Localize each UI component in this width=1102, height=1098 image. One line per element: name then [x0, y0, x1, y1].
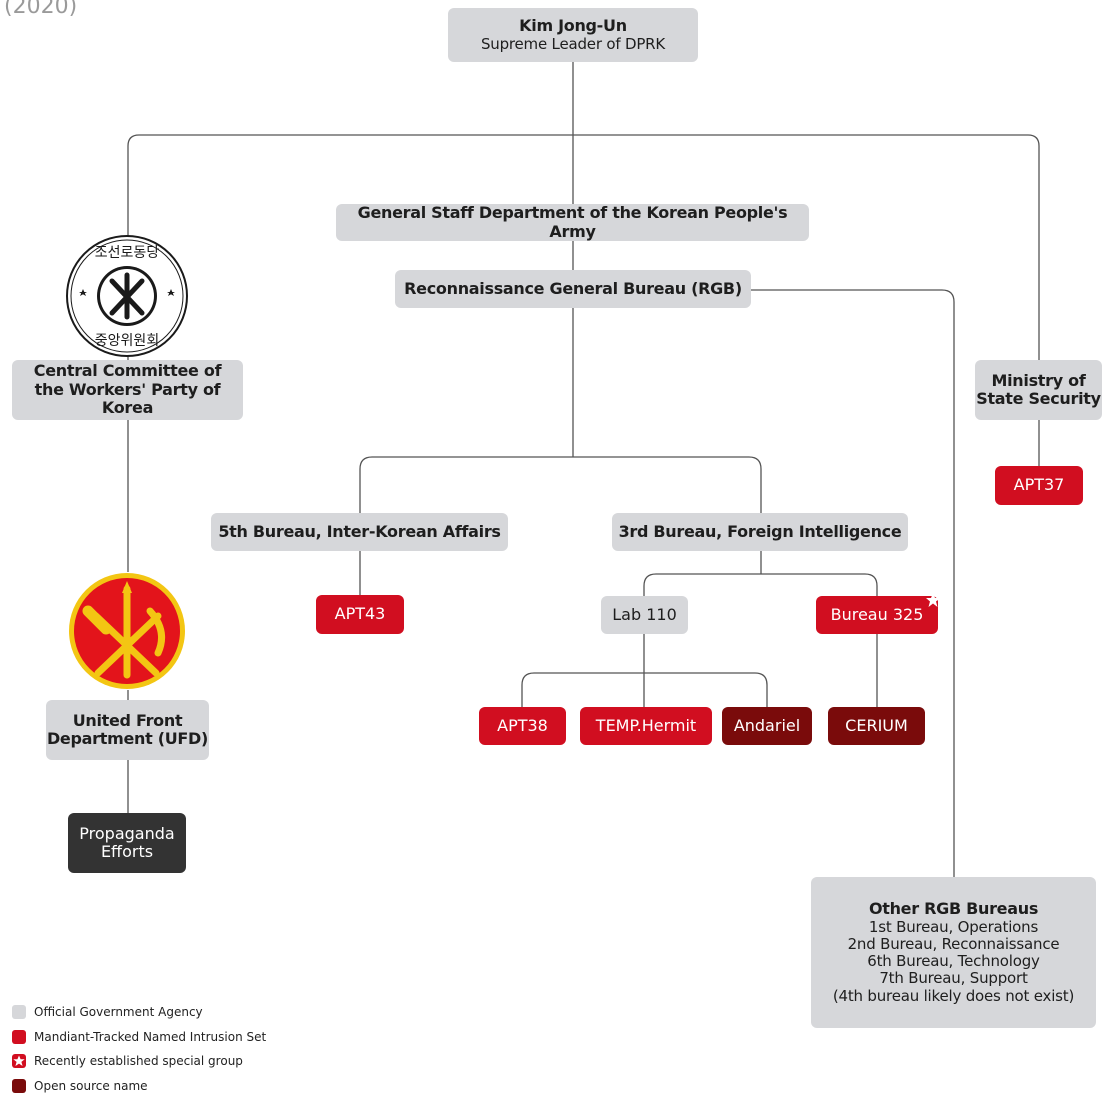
svg-text:조선로동당: 조선로동당 — [95, 245, 160, 261]
legend-item-tracked: Mandiant-Tracked Named Intrusion Set — [12, 1025, 266, 1050]
apt43-label: APT43 — [335, 605, 386, 623]
apt37-label: APT37 — [1014, 476, 1065, 494]
third-bureau-title: 3rd Bureau, Foreign Intelligence — [619, 523, 902, 541]
propaganda-label: Propaganda Efforts — [74, 825, 180, 862]
legend-item-gov: Official Government Agency — [12, 1000, 266, 1025]
other-rgb-line: 2nd Bureau, Reconnaissance — [848, 936, 1060, 953]
kim-jong-un-node[interactable]: Kim Jong-Un Supreme Leader of DPRK — [448, 8, 698, 62]
other-rgb-line: 1st Bureau, Operations — [869, 919, 1038, 936]
year-note: (2020) — [4, 0, 77, 19]
rgb-node[interactable]: Reconnaissance General Bureau (RGB) — [395, 270, 751, 308]
party-seal-icon: 조선로동당 중앙위원회 — [64, 233, 190, 359]
apt43-node[interactable]: APT43 — [316, 595, 404, 634]
lab110-node[interactable]: Lab 110 — [601, 596, 688, 634]
apt38-label: APT38 — [497, 717, 548, 735]
other-rgb-line: (4th bureau likely does not exist) — [833, 988, 1074, 1005]
legend: Official Government Agency Mandiant-Trac… — [12, 1000, 266, 1098]
legend-label: Official Government Agency — [34, 1005, 203, 1019]
bureau325-node[interactable]: Bureau 325 — [816, 596, 938, 634]
temp-hermit-node[interactable]: TEMP.Hermit — [580, 707, 712, 745]
propaganda-node[interactable]: Propaganda Efforts — [68, 813, 186, 873]
gov-swatch — [12, 1005, 26, 1019]
fifth-bureau-node[interactable]: 5th Bureau, Inter-Korean Affairs — [211, 513, 508, 551]
andariel-label: Andariel — [734, 717, 800, 735]
fifth-bureau-title: 5th Bureau, Inter-Korean Affairs — [218, 523, 500, 541]
rgb-title: Reconnaissance General Bureau (RGB) — [404, 280, 742, 298]
general-staff-department-node[interactable]: General Staff Department of the Korean P… — [336, 204, 809, 241]
hammer-sickle-brush-icon — [66, 571, 188, 691]
mss-title: Ministry of State Security — [975, 372, 1102, 409]
legend-item-open-source: Open source name — [12, 1074, 266, 1098]
other-rgb-bureaus-node[interactable]: Other RGB Bureaus 1st Bureau, Operations… — [811, 877, 1096, 1028]
cerium-node[interactable]: CERIUM — [828, 707, 925, 745]
other-rgb-line: 6th Bureau, Technology — [867, 953, 1039, 970]
ufd-title: United Front Department (UFD) — [46, 712, 209, 749]
ministry-of-state-security-node[interactable]: Ministry of State Security — [975, 360, 1102, 420]
temp-hermit-label: TEMP.Hermit — [596, 717, 696, 735]
other-rgb-line: 7th Bureau, Support — [879, 970, 1027, 987]
legend-label: Mandiant-Tracked Named Intrusion Set — [34, 1030, 266, 1044]
bureau325-label: Bureau 325 — [831, 606, 924, 624]
andariel-node[interactable]: Andariel — [722, 707, 812, 745]
central-committee-title: Central Committee of the Workers' Party … — [20, 362, 235, 417]
special-group-star-icon — [12, 1054, 26, 1068]
lab110-label: Lab 110 — [612, 606, 677, 624]
kim-subtitle: Supreme Leader of DPRK — [481, 36, 665, 53]
special-group-star-icon — [925, 592, 941, 608]
legend-item-special: Recently established special group — [12, 1049, 266, 1074]
kim-title: Kim Jong-Un — [519, 17, 627, 35]
gsd-title: General Staff Department of the Korean P… — [336, 204, 809, 241]
svg-text:중앙위원회: 중앙위원회 — [95, 333, 159, 349]
apt38-node[interactable]: APT38 — [479, 707, 566, 745]
apt37-node[interactable]: APT37 — [995, 466, 1083, 505]
united-front-department-node[interactable]: United Front Department (UFD) — [46, 700, 209, 760]
central-committee-node[interactable]: Central Committee of the Workers' Party … — [12, 360, 243, 420]
other-rgb-title: Other RGB Bureaus — [869, 900, 1038, 918]
tracked-swatch — [12, 1030, 26, 1044]
third-bureau-node[interactable]: 3rd Bureau, Foreign Intelligence — [612, 513, 908, 551]
cerium-label: CERIUM — [845, 717, 908, 735]
legend-label: Recently established special group — [34, 1054, 243, 1068]
